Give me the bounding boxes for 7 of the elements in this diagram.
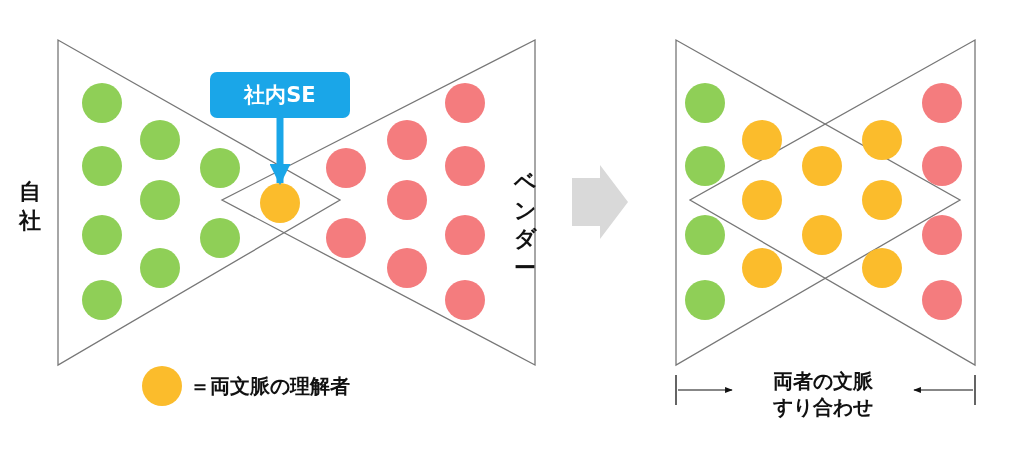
arrow <box>269 118 291 186</box>
circle-node <box>260 183 300 223</box>
legend-text: ＝両文脈の理解者 <box>190 373 350 400</box>
text-label: 自社 <box>18 178 43 235</box>
text-label: 両者の文脈すり合わせ <box>773 368 873 420</box>
callout-box: 社内SE <box>210 72 350 118</box>
text-label: ベンダー <box>513 168 538 282</box>
